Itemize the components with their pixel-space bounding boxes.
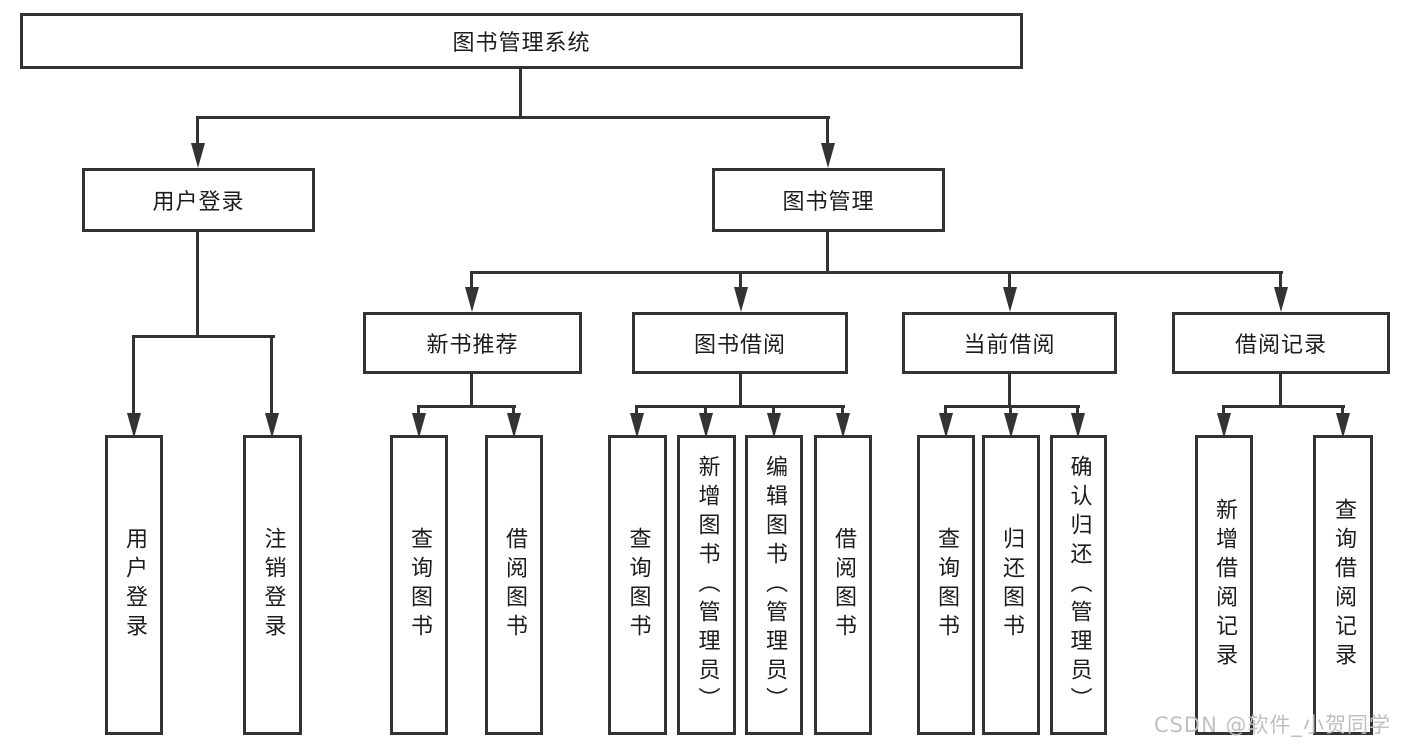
connector-line [1009,405,1012,417]
leaf-query-borrow-record: 查询借阅记录 [1313,435,1373,735]
node-book-borrow: 图书借阅 [632,312,848,374]
leaf-query-books-borrow: 查询图书 [608,435,667,735]
connector-line [1076,405,1079,417]
arrow-down-icon [1274,287,1288,312]
connector-line [1341,405,1344,417]
connector-line [470,271,473,292]
connector-line [519,69,522,117]
node-root-system: 图书管理系统 [20,13,1023,69]
arrow-down-icon [1336,413,1350,438]
connector-line [944,405,1080,408]
connector-line [512,405,515,417]
arrow-down-icon [630,413,644,438]
connector-line [417,405,516,408]
node-user-login: 用户登录 [82,168,315,232]
connector-line [826,232,829,274]
leaf-return-books: 归还图书 [982,435,1040,735]
connector-line [841,405,844,417]
arrow-down-icon [191,143,205,168]
node-borrow-records: 借阅记录 [1172,312,1390,374]
connector-line [196,232,199,338]
arrow-down-icon [265,413,279,438]
arrow-down-icon [1004,413,1018,438]
watermark-text: CSDN @软件_小贺同学 [1153,713,1391,737]
connector-line [1279,271,1282,292]
arrow-down-icon [127,413,141,438]
arrow-down-icon [1071,413,1085,438]
leaf-add-books-admin: 新增图书（管理员） [677,435,736,735]
connector-line [1222,405,1225,417]
connector-line [196,116,199,146]
connector-line [470,374,473,408]
leaf-logout: 注销登录 [243,435,302,735]
arrow-down-icon [507,413,521,438]
leaf-confirm-return-admin: 确认归还（管理员） [1050,435,1107,735]
arrow-down-icon [821,143,835,168]
connector-line [132,335,135,417]
connector-line [196,116,830,119]
leaf-query-books-recommend: 查询图书 [390,435,448,735]
connector-line [1008,271,1011,292]
connector-line [704,405,707,417]
arrow-down-icon [939,413,953,438]
connector-line [826,116,829,146]
connector-line [417,405,420,417]
leaf-borrow-books: 借阅图书 [814,435,872,735]
connector-line [1222,405,1345,408]
arrow-down-icon [465,287,479,312]
leaf-user-login: 用户登录 [105,435,163,735]
node-current-borrow: 当前借阅 [902,312,1117,374]
connector-line [739,271,742,292]
arrow-down-icon [767,413,781,438]
arrow-down-icon [734,287,748,312]
connector-line [470,271,1283,274]
connector-line [772,405,775,417]
leaf-borrow-books-recommend: 借阅图书 [485,435,543,735]
connector-line [635,405,845,408]
arrow-down-icon [1217,413,1231,438]
arrow-down-icon [699,413,713,438]
connector-line [1008,374,1011,408]
connector-line [1279,374,1282,408]
arrow-down-icon [412,413,426,438]
connector-line [944,405,947,417]
connector-line [132,335,275,338]
leaf-edit-books-admin: 编辑图书（管理员） [745,435,803,735]
arrow-down-icon [1003,287,1017,312]
connector-line [739,374,742,408]
node-new-book-recommend: 新书推荐 [363,312,582,374]
arrow-down-icon [836,413,850,438]
leaf-query-books-current: 查询图书 [917,435,975,735]
node-book-management: 图书管理 [712,168,945,232]
connector-line [635,405,638,417]
leaf-add-borrow-record: 新增借阅记录 [1195,435,1253,735]
connector-line [270,335,273,417]
